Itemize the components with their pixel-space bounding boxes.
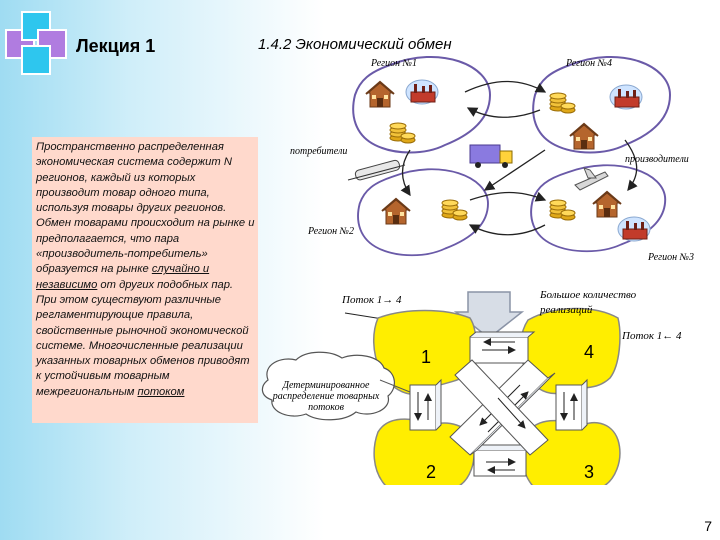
body-text-part2: от других подобных пар. При этом существ… — [36, 278, 250, 398]
exchange-arrow — [483, 149, 546, 191]
deterministic-label: Детерминированное распределение товарных… — [272, 380, 380, 413]
pipe-4-3 — [555, 378, 588, 431]
section-title: 1.4.2 Экономический обмен — [258, 36, 452, 53]
consumers-label: потребители — [290, 146, 348, 157]
region-3-label: Регион №3 — [648, 252, 694, 263]
plane-icon — [574, 167, 609, 191]
logo-square-purple-right — [37, 29, 67, 59]
pipe-2-3 — [473, 444, 534, 477]
pipe-1-2 — [409, 378, 442, 431]
region-4-label: Регион №4 — [566, 58, 612, 69]
pipe-diagonal-1-3 — [454, 359, 549, 456]
body-text-part1: Пространственно распределенная экономиче… — [36, 141, 255, 276]
truck-icon — [469, 144, 513, 168]
region-1-label: Регион №1 — [371, 58, 417, 69]
logo-squares — [5, 11, 67, 75]
factory-icon — [609, 84, 643, 110]
node-1-label: 1 — [421, 347, 432, 367]
text-panel — [32, 137, 258, 423]
exchange-arrow — [468, 224, 546, 236]
region-2-label: Регион №2 — [308, 226, 354, 237]
node-2-label: 2 — [426, 462, 437, 482]
factory-icon — [405, 79, 439, 105]
exchange-arrow — [400, 149, 411, 197]
train-icon — [347, 159, 406, 181]
factory-icon — [617, 216, 651, 242]
page-number: 7 — [704, 518, 712, 534]
exchange-diagram — [261, 55, 671, 485]
logo-square-cyan-top — [21, 11, 51, 41]
body-text-underline2: потоком — [137, 385, 185, 398]
flow-1-4-label: Поток 1→ 4 — [342, 294, 402, 306]
region-2-blob — [357, 168, 489, 257]
exchange-arrow — [469, 191, 547, 202]
exchange-arrow — [466, 107, 541, 118]
cloud-pointer — [379, 379, 411, 393]
flow-4-1-label: Поток 1← 4 — [622, 330, 682, 342]
node-3-label: 3 — [584, 462, 595, 482]
body-text: Пространственно распределенная экономиче… — [36, 140, 256, 400]
pipe-1-4 — [469, 331, 536, 364]
producers-label: производители — [625, 154, 689, 165]
node-4-label: 4 — [584, 342, 595, 362]
exchange-arrow — [624, 139, 638, 192]
pointer-arrow-icon — [453, 291, 525, 339]
many-realizations-label: Большое количество реализаций — [540, 289, 637, 316]
deterministic-cloud — [261, 351, 395, 421]
lecture-title: Лекция 1 — [76, 36, 156, 56]
logo-square-cyan-bottom — [21, 45, 51, 75]
exchange-arrow — [464, 80, 547, 93]
body-text-underline1: случайно и независимо — [36, 263, 210, 291]
